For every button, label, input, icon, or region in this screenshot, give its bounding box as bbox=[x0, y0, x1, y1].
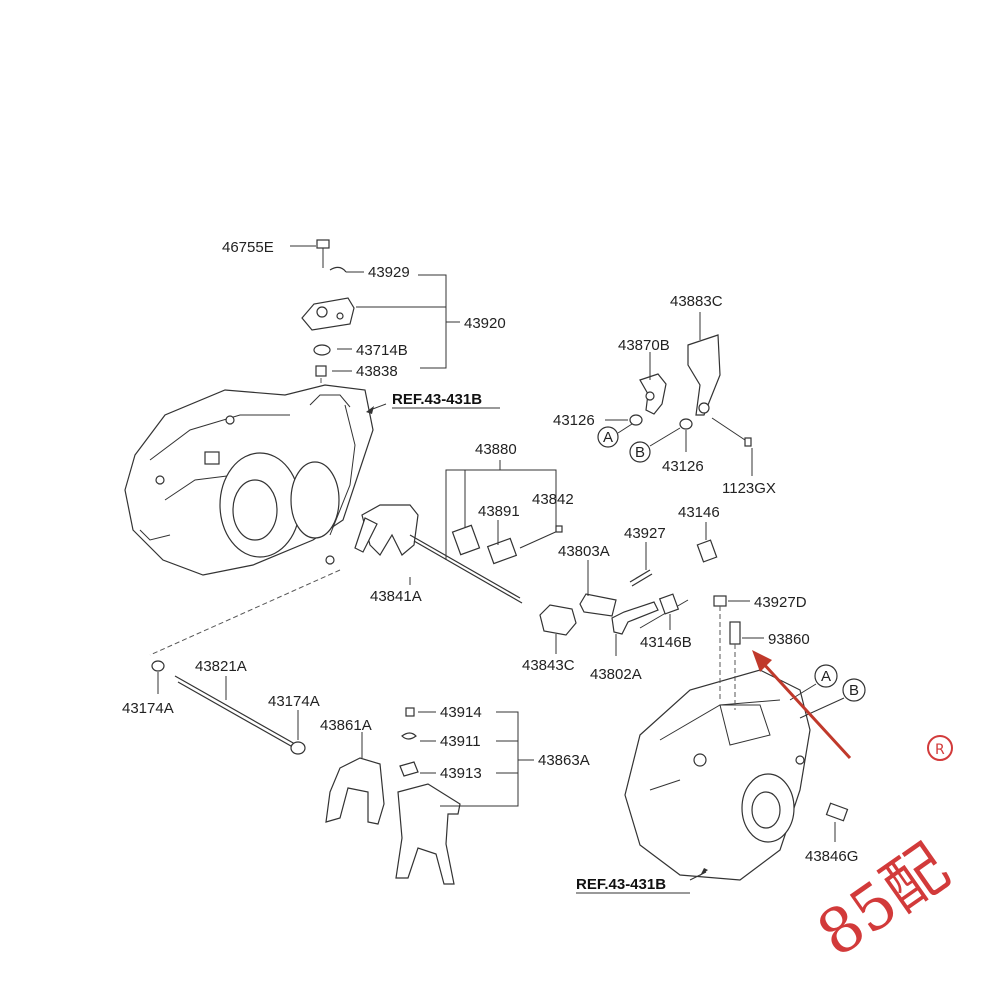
washer-43126-left-icon bbox=[629, 414, 643, 426]
bushing-43714b-icon bbox=[313, 344, 331, 356]
label-43927d: 43927D bbox=[754, 594, 807, 611]
label-1123gx: 1123GX bbox=[722, 480, 776, 497]
callout-b-small-text: B bbox=[635, 444, 645, 461]
label-43929: 43929 bbox=[368, 264, 410, 281]
label-43714b: 43714B bbox=[356, 342, 408, 359]
ref-label-bottom: REF.43-431B bbox=[576, 876, 666, 893]
highlight-arrow-head bbox=[752, 650, 772, 672]
plug-43846g-icon bbox=[825, 802, 849, 822]
label-43863a: 43863A bbox=[538, 752, 590, 769]
label-43126-left: 43126 bbox=[553, 412, 595, 429]
label-43146b: 43146B bbox=[640, 634, 692, 651]
label-43880: 43880 bbox=[475, 441, 517, 458]
bushing-43174a-left-icon bbox=[151, 660, 165, 672]
upper-right-bracket-group: 43883C 43870B 43126 43126 1123GX A B bbox=[553, 293, 776, 497]
block-43843c-icon bbox=[539, 604, 577, 636]
clip-43929-icon bbox=[329, 266, 347, 273]
fork-43841a-icon bbox=[361, 504, 419, 556]
washer-43126-right-icon bbox=[679, 418, 693, 430]
label-43927: 43927 bbox=[624, 525, 666, 542]
label-43883c: 43883C bbox=[670, 293, 723, 310]
callout-a-big bbox=[814, 664, 838, 688]
callout-b-small bbox=[629, 441, 651, 463]
callout-b-big bbox=[842, 678, 866, 702]
lower-fork-group: 43174A 43821A 43174A 43861A 43914 43911 … bbox=[122, 658, 590, 885]
fork-shaft-group: 43841A 43880 43891 43842 bbox=[354, 441, 574, 605]
bolt-46755e-icon bbox=[316, 239, 330, 249]
transmission-case-icon bbox=[624, 669, 811, 881]
shaft-43841a-icon bbox=[409, 534, 521, 599]
label-43920: 43920 bbox=[464, 315, 506, 332]
label-43843c: 43843C bbox=[522, 657, 575, 674]
block-43891-icon bbox=[486, 537, 518, 565]
registered-mark-text: R bbox=[935, 742, 945, 758]
label-43803a: 43803A bbox=[558, 543, 610, 560]
right-transmission-group: 43927D 93860 43846G A B REF.43-431B bbox=[576, 594, 866, 894]
label-93860: 93860 bbox=[768, 631, 810, 648]
label-43821a: 43821A bbox=[195, 658, 247, 675]
pin-43914-icon bbox=[405, 707, 415, 717]
shaft-43821a-icon bbox=[174, 675, 296, 745]
bushing-43174a-right-icon bbox=[290, 741, 306, 755]
bracket-43883c-icon bbox=[687, 334, 721, 416]
bolt-43927-icon bbox=[629, 569, 651, 583]
callout-a-small bbox=[597, 426, 619, 448]
label-43838: 43838 bbox=[356, 363, 398, 380]
left-transmission-housing: REF.43-431B bbox=[124, 384, 500, 656]
label-43846g: 43846G bbox=[805, 848, 858, 865]
callout-b-big-text: B bbox=[849, 682, 859, 699]
callout-a-small-text: A bbox=[603, 429, 613, 446]
label-43842: 43842 bbox=[532, 491, 574, 508]
spring-43911-icon bbox=[401, 732, 417, 740]
callout-a-big-text: A bbox=[821, 668, 831, 685]
label-43174a-right: 43174A bbox=[268, 693, 320, 710]
plate-43913-icon bbox=[399, 761, 419, 777]
label-43870b: 43870B bbox=[618, 337, 670, 354]
ref-label-top: REF.43-431B bbox=[392, 391, 482, 408]
label-43861a: 43861A bbox=[320, 717, 372, 734]
label-43126-right: 43126 bbox=[662, 458, 704, 475]
bolt-43927d-icon bbox=[713, 595, 727, 607]
label-43911: 43911 bbox=[440, 733, 481, 750]
lever-43802a-icon bbox=[611, 601, 659, 635]
highlight-arrow bbox=[760, 660, 852, 760]
label-43913: 43913 bbox=[440, 765, 482, 782]
shift-lever-assembly: 46755E 43929 43920 43714B 43838 bbox=[222, 239, 506, 395]
bushing-43146b-icon bbox=[658, 593, 680, 615]
middle-parts-group: 43803A 43927 43146 43146B 43843C 43802A bbox=[522, 504, 720, 683]
fork-43861a-icon bbox=[325, 757, 385, 825]
label-43174a-left: 43174A bbox=[122, 700, 174, 717]
label-43841a: 43841A bbox=[370, 588, 422, 605]
registered-mark-icon bbox=[927, 735, 953, 761]
housing-bore-inner-icon bbox=[232, 479, 278, 541]
label-43146: 43146 bbox=[678, 504, 720, 521]
block-43880-icon bbox=[451, 524, 481, 556]
label-43802a: 43802A bbox=[590, 666, 642, 683]
label-43891: 43891 bbox=[478, 503, 520, 520]
sensor-93860-icon bbox=[729, 621, 741, 645]
block-43803a-icon bbox=[579, 593, 617, 617]
pin-43838-icon bbox=[315, 365, 327, 377]
fork-43863a-icon bbox=[395, 783, 461, 885]
lever-housing-icon bbox=[301, 297, 355, 331]
label-46755e: 46755E bbox=[222, 239, 274, 256]
label-43914: 43914 bbox=[440, 704, 482, 721]
bushing-43146-icon bbox=[696, 539, 718, 563]
